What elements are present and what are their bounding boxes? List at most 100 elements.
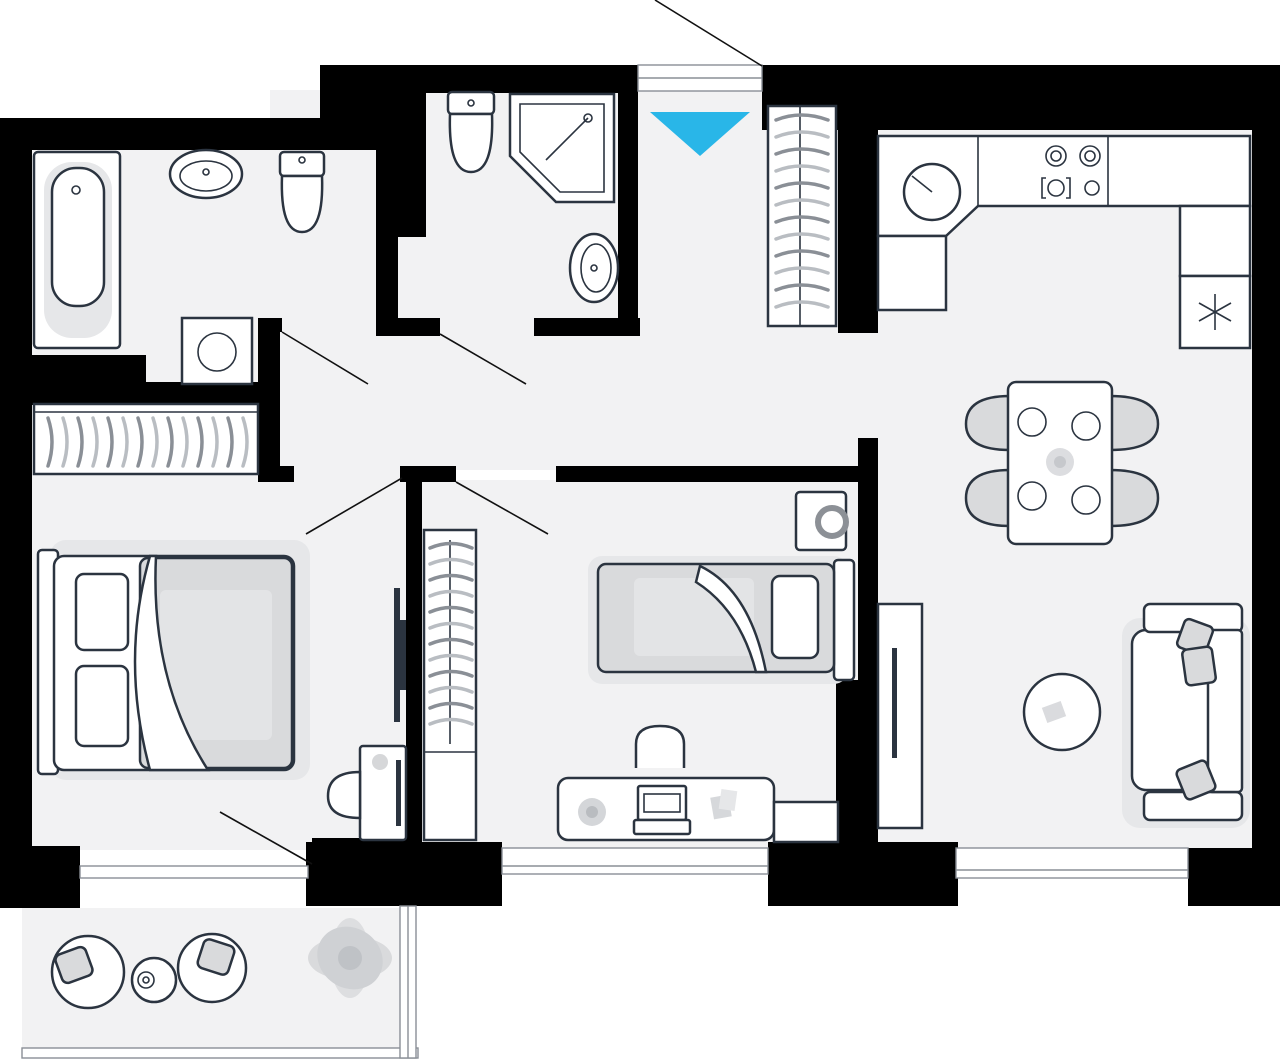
hanger-mark	[428, 717, 474, 726]
sink-icon	[568, 232, 620, 304]
wall-top-left-step	[320, 65, 376, 150]
living-fixtures	[876, 602, 1250, 830]
entry-door-line	[654, 0, 763, 67]
coffee-table-icon	[130, 956, 178, 1004]
washing-machine-icon	[180, 316, 254, 386]
hanger-mark	[181, 416, 189, 468]
bathtub-icon	[32, 150, 122, 350]
wall-kids-top	[556, 466, 876, 482]
window-bedroom	[79, 865, 309, 879]
single-bed-icon	[588, 556, 856, 684]
wall-right	[1252, 65, 1280, 905]
hanger-mark	[428, 621, 474, 630]
sink-icon	[168, 148, 244, 200]
toilet-icon	[446, 90, 496, 174]
wall-toilet-left-2	[376, 150, 398, 336]
armchair-icon	[176, 932, 248, 1004]
hanger-mark	[428, 637, 474, 646]
hanger-mark	[106, 416, 114, 468]
kids-door-line	[455, 481, 549, 535]
hanger-mark	[91, 416, 99, 468]
wall-bath-hall-foot	[258, 466, 294, 482]
dining-table-icon	[964, 380, 1160, 546]
sofa-icon	[1122, 602, 1250, 828]
walls	[0, 65, 1280, 908]
dresser-icon	[326, 744, 408, 842]
nightstand-icon	[794, 490, 849, 552]
hanger-mark	[774, 266, 830, 275]
wardrobe-hangers	[46, 113, 830, 726]
coffee-table-icon	[1022, 672, 1102, 752]
plant-icon	[308, 918, 392, 998]
hanger-mark	[166, 416, 174, 468]
hanger-mark	[196, 416, 204, 468]
hanger-mark	[774, 249, 830, 258]
wall-toilet-bottom-a	[376, 318, 440, 336]
armchair-icon	[50, 934, 126, 1010]
wall-bath-bottom-2	[0, 382, 260, 404]
hanger-mark	[774, 164, 830, 173]
hanger-mark	[774, 198, 830, 207]
window-kids	[501, 847, 769, 875]
bathroom-fixtures	[32, 148, 326, 386]
tv-icon	[876, 602, 924, 830]
hanger-mark	[428, 573, 474, 582]
toilet-room-fixtures	[446, 90, 620, 304]
plant-icon	[578, 798, 606, 826]
laptop-icon	[632, 784, 692, 836]
wall-bed-kids	[406, 468, 422, 844]
wall-bath-hall	[258, 318, 280, 480]
hanger-mark	[136, 416, 144, 468]
hanger-mark	[46, 416, 54, 468]
hanger-mark	[428, 541, 474, 550]
hanger-mark	[428, 605, 474, 614]
wall-bottom-left	[0, 846, 80, 908]
hanger-mark	[774, 130, 830, 139]
kids-room-fixtures	[556, 490, 856, 844]
kids-wardrobe-icon	[422, 528, 478, 842]
hanger-mark	[774, 215, 830, 224]
balcony-door-line	[219, 811, 313, 865]
wall-left	[0, 118, 32, 908]
hanger-mark	[241, 416, 249, 468]
stove-icon	[1041, 145, 1101, 199]
balcony-fixtures	[50, 918, 392, 1010]
shower-icon	[508, 92, 616, 204]
wall-toilet-right	[618, 65, 638, 336]
kitchen-fixtures	[876, 134, 1252, 350]
fridge-icon	[1178, 274, 1252, 350]
bedroom-door-line	[305, 477, 403, 535]
double-bed-icon	[36, 540, 310, 780]
hanger-mark	[774, 300, 830, 309]
hanger-mark	[428, 685, 474, 694]
plant-icon	[1046, 448, 1074, 476]
wall-entry-jamb	[762, 65, 778, 105]
hanger-mark	[774, 232, 830, 241]
hanger-mark	[121, 416, 129, 468]
hanger-mark	[151, 416, 159, 468]
toilet-door-line	[439, 333, 527, 385]
hanger-mark	[428, 701, 474, 710]
entrance-triangle	[650, 112, 750, 156]
notebook-icon	[710, 788, 738, 820]
wall-bottom-mid-2	[312, 838, 412, 868]
tv-icon	[394, 588, 406, 722]
wall-toilet-bottom-b	[534, 318, 640, 336]
wall-top-left	[0, 118, 322, 150]
toilet-icon	[278, 150, 326, 234]
hanger-mark	[76, 416, 84, 468]
hanger-mark	[774, 181, 830, 190]
wall-bath-hall-jamb	[258, 318, 282, 332]
hanger-mark	[211, 416, 219, 468]
wall-kitchen-left	[838, 65, 878, 333]
hanger-mark	[428, 589, 474, 598]
hanger-mark	[774, 283, 830, 292]
window-living	[955, 847, 1189, 879]
wall-bed-kids-top	[400, 466, 456, 482]
bath-door-line	[281, 331, 369, 385]
windows	[21, 64, 1189, 1059]
hanger-mark	[774, 147, 830, 156]
hanger-mark	[226, 416, 234, 468]
wall-bottom-right	[1188, 848, 1280, 906]
